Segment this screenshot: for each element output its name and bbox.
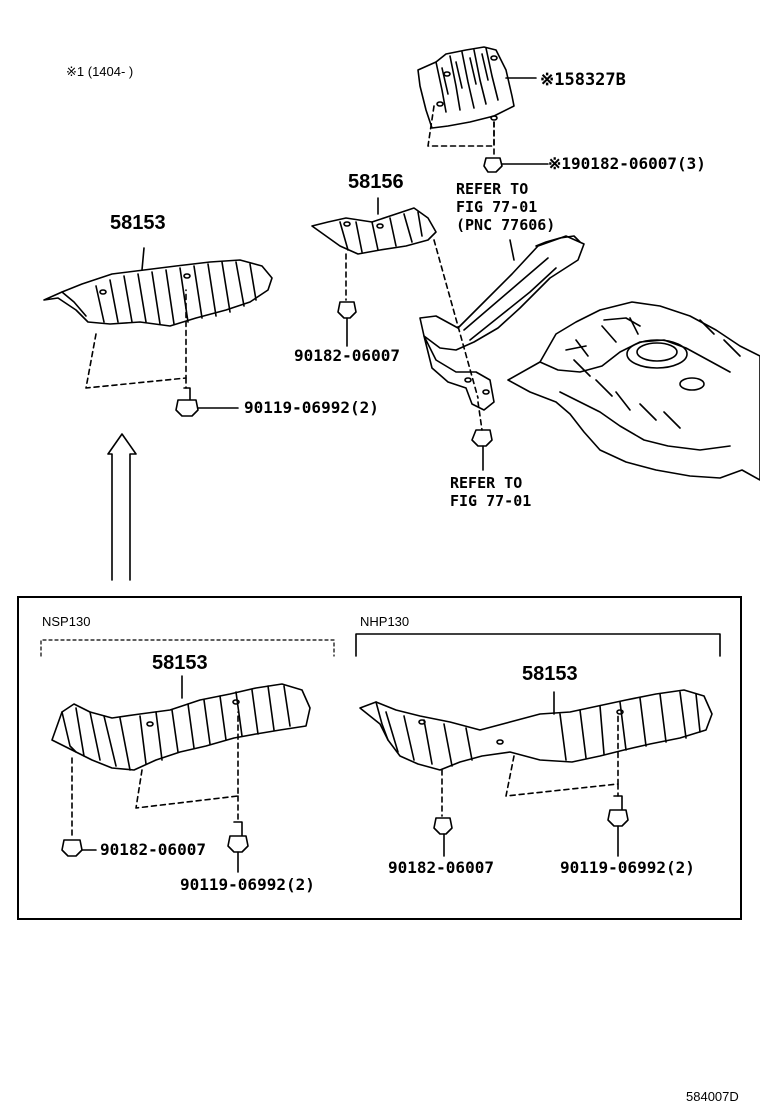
part-label-58153-nsp130: 58153	[152, 652, 208, 674]
heat-shield-58156-drawing	[311, 197, 479, 399]
heat-shield-58153-nsp130-drawing	[51, 675, 311, 837]
part-label-58153-nhp130: 58153	[522, 663, 578, 685]
part-label-58156: 58156	[348, 171, 404, 193]
part-label-58327b: ※158327B	[540, 70, 626, 90]
heat-shield-58153-nhp130-drawing	[359, 689, 713, 817]
part-label-nut-nsp130: 90182-06007	[100, 840, 206, 859]
part-label-58153-main: 58153	[110, 212, 166, 234]
refer-top-line-3: (PNC 77606)	[456, 216, 556, 234]
nut-top-drawing	[483, 157, 549, 173]
part-label-bolt-nsp130: 90119-06992(2)	[180, 875, 315, 894]
nut-58156-drawing	[337, 301, 357, 347]
model-label-nhp130: NHP130	[360, 614, 410, 629]
part-label-bolt-nhp130: 90119-06992(2)	[560, 858, 695, 877]
part-label-nut-top: ※190182-06007(3)	[548, 154, 706, 173]
refer-bottom-label: REFER TO FIG 77-01	[450, 474, 531, 510]
diagram-code: 584007D	[686, 1089, 739, 1104]
model-label-nsp130: NSP130	[42, 614, 91, 629]
fuel-tank-drawing	[507, 301, 760, 481]
bolt-main-drawing	[175, 387, 239, 417]
refer-top-line-2: FIG 77-01	[456, 198, 538, 216]
nut-nhp130-drawing	[433, 817, 453, 857]
exhaust-bracket-drawing	[419, 235, 585, 431]
heat-shield-58153-main-drawing	[43, 247, 273, 389]
variant-inset-box	[17, 596, 742, 920]
refer-bottom-line-1: REFER TO	[450, 474, 523, 492]
refer-top-line-1: REFER TO	[456, 180, 529, 198]
bolt-nhp130-drawing	[607, 795, 629, 857]
refer-bottom-line-2: FIG 77-01	[450, 492, 532, 510]
part-label-nut-58156: 90182-06007	[294, 346, 400, 365]
bolt-nsp130-drawing	[227, 821, 249, 873]
note-label: ※1 (1404- )	[66, 64, 134, 79]
refer-top-label: REFER TO FIG 77-01 (PNC 77606)	[456, 180, 555, 234]
heat-shield-58327b-drawing	[417, 46, 537, 157]
part-label-nut-nhp130: 90182-06007	[388, 858, 494, 877]
nut-refer-drawing	[471, 429, 493, 471]
part-label-bolt-main: 90119-06992(2)	[244, 398, 379, 417]
nut-nsp130-drawing	[61, 839, 97, 857]
arrow-up-drawing	[107, 433, 137, 581]
